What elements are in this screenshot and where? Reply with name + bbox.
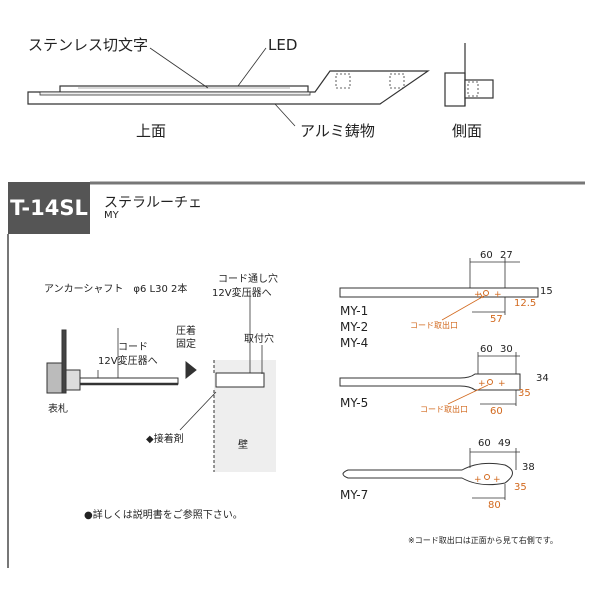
cord-exit-label: コード取出口 [420, 405, 468, 414]
product-name: ステラルーチェ [104, 195, 202, 211]
label-cord: コード [118, 342, 148, 353]
install-diagram [46, 290, 276, 472]
cord-exit-markers: + + + + + + [474, 290, 506, 485]
dim-label: 49 [498, 438, 511, 449]
dim-label: 12.5 [514, 298, 537, 309]
dim-label: 30 [500, 344, 513, 355]
marker-plus: + [474, 290, 482, 300]
label-mount-hole: 取付穴 [244, 334, 274, 345]
cord-exit-label: コード取出口 [410, 321, 458, 330]
product-series: MY [104, 210, 119, 221]
label-crimp: 圧着 [176, 326, 196, 337]
model-label: MY-7 [340, 488, 369, 502]
dim-label: 15 [540, 286, 553, 297]
dim-label: 57 [490, 314, 503, 325]
label-adhesive: ◆接着剤 [146, 434, 184, 445]
label-side-view: 側面 [452, 122, 483, 140]
label-steel-letters: ステンレス切文字 [28, 36, 149, 54]
dim-label: 60 [478, 438, 491, 449]
label-top-view: 上面 [136, 122, 167, 140]
side-view [444, 43, 494, 107]
marker-plus: + [478, 379, 486, 389]
dim-label: 60 [480, 344, 493, 355]
label-anchor-shaft: アンカーシャフト φ6 L30 2本 [44, 284, 188, 295]
label-fix: 固定 [176, 339, 196, 350]
model-shapes [339, 258, 539, 500]
dim-label: 38 [522, 462, 535, 473]
label-cord-hole: コード通し穴 [218, 274, 278, 285]
model-label: MY-2 [340, 320, 369, 334]
dim-label: 60 [490, 406, 503, 417]
dim-label: 80 [488, 500, 501, 511]
dim-label: 35 [518, 388, 531, 399]
dim-label: 60 [480, 250, 493, 261]
manual-note: ●詳しくは説明書をご参照下さい。 [84, 510, 243, 521]
model-label: MY-1 [340, 304, 369, 318]
label-wall: 壁 [238, 440, 248, 451]
label-led: LED [268, 36, 298, 54]
dim-label: 35 [514, 482, 527, 493]
marker-plus: + [474, 475, 482, 485]
marker-plus: + [494, 290, 502, 300]
dim-label: 27 [500, 250, 513, 261]
marker-plus: + [498, 379, 506, 389]
model-label: MY-4 [340, 336, 369, 350]
top-view [27, 47, 430, 127]
label-nameplate: 表札 [48, 404, 68, 415]
footnote: ※コード取出口は正面から見て右側です。 [408, 536, 558, 545]
label-cord-hole-to: 12V変圧器へ [212, 288, 272, 299]
label-cord-to-transformer: 12V変圧器へ [98, 356, 158, 367]
dim-label: 34 [536, 373, 549, 384]
label-aluminum-casting: アルミ鋳物 [300, 122, 375, 140]
model-label: MY-5 [340, 396, 369, 410]
marker-plus: + [493, 475, 501, 485]
product-code-badge: T-14SL [8, 182, 90, 234]
